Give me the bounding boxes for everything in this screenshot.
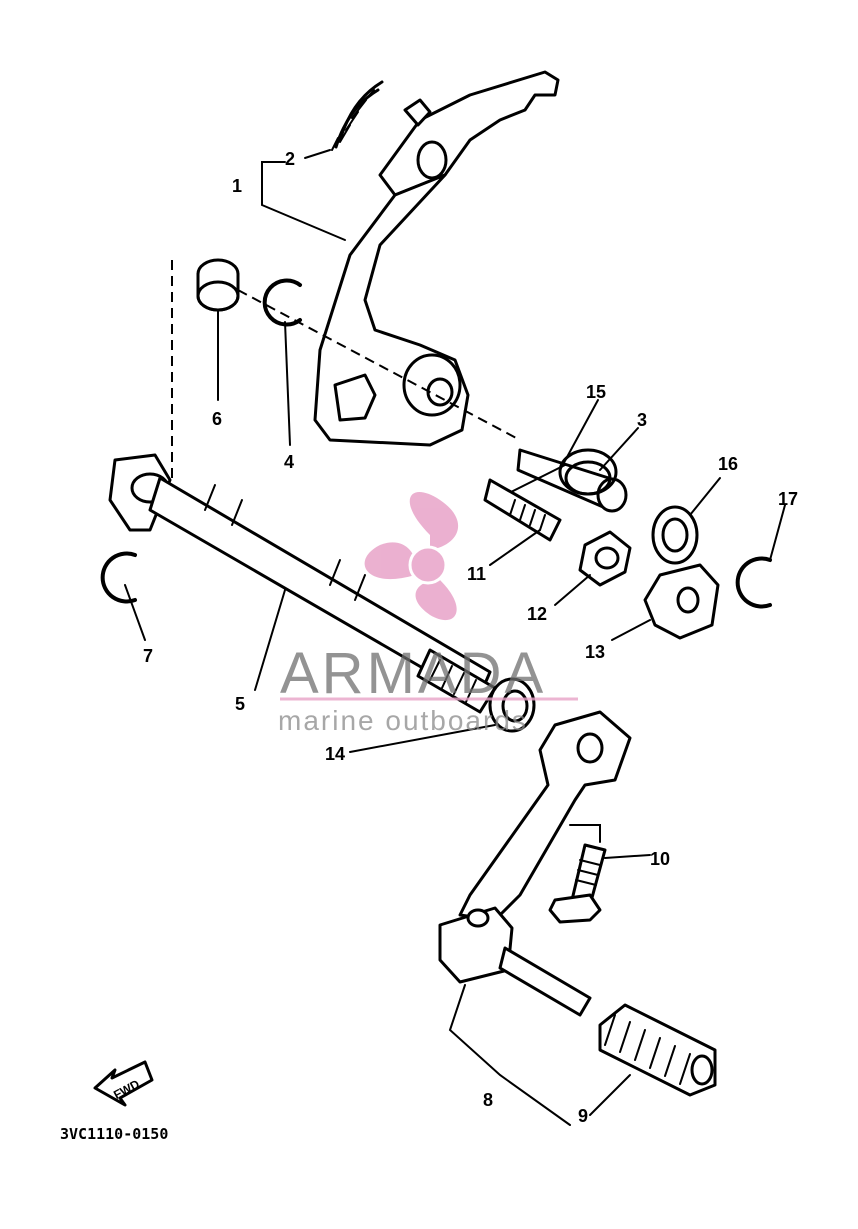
propeller-logo-icon xyxy=(364,492,459,621)
callout-3: 3 xyxy=(637,410,647,430)
callout-numbers: 1 2 3 4 5 6 7 8 9 10 11 12 13 14 15 16 1… xyxy=(143,149,798,1126)
axis-line-upper xyxy=(237,289,521,441)
shift-pedal xyxy=(438,710,632,1017)
circlip-upper xyxy=(262,278,302,327)
callout-10: 10 xyxy=(650,849,670,869)
collar xyxy=(196,258,240,312)
callout-4: 4 xyxy=(284,452,294,472)
callout-6: 6 xyxy=(212,409,222,429)
callout-5: 5 xyxy=(235,694,245,714)
washer xyxy=(651,505,699,565)
circlip-right xyxy=(735,556,772,609)
lock-plate xyxy=(643,563,720,640)
watermark-brand: ARMADA xyxy=(280,641,546,706)
shift-shaft xyxy=(108,453,497,714)
callout-9: 9 xyxy=(578,1106,588,1126)
callout-1: 1 xyxy=(232,176,242,196)
callout-12: 12 xyxy=(527,604,547,624)
watermark: ARMADA marine outboards xyxy=(278,492,578,736)
pedal-rubber xyxy=(598,1003,717,1097)
callout-15: 15 xyxy=(586,382,606,402)
watermark-tagline: marine outboards xyxy=(278,705,528,736)
callout-17: 17 xyxy=(778,489,798,509)
forward-arrow-icon: FWD xyxy=(93,1060,154,1107)
callout-16: 16 xyxy=(718,454,738,474)
callout-2: 2 xyxy=(285,149,295,169)
circlip-left xyxy=(100,551,137,604)
torsion-spring xyxy=(504,448,618,496)
callout-11: 11 xyxy=(467,564,486,584)
diagram-code: 3VC1110-0150 xyxy=(60,1125,168,1143)
bolt xyxy=(548,843,607,924)
callout-14: 14 xyxy=(325,744,345,764)
return-spring xyxy=(331,80,384,151)
callout-7: 7 xyxy=(143,646,153,666)
hex-nut xyxy=(578,530,632,587)
leader-lines xyxy=(124,149,786,1126)
compression-spring xyxy=(483,478,562,542)
callout-13: 13 xyxy=(585,642,605,662)
callout-8: 8 xyxy=(483,1090,493,1110)
shift-lever-arm xyxy=(313,70,560,447)
